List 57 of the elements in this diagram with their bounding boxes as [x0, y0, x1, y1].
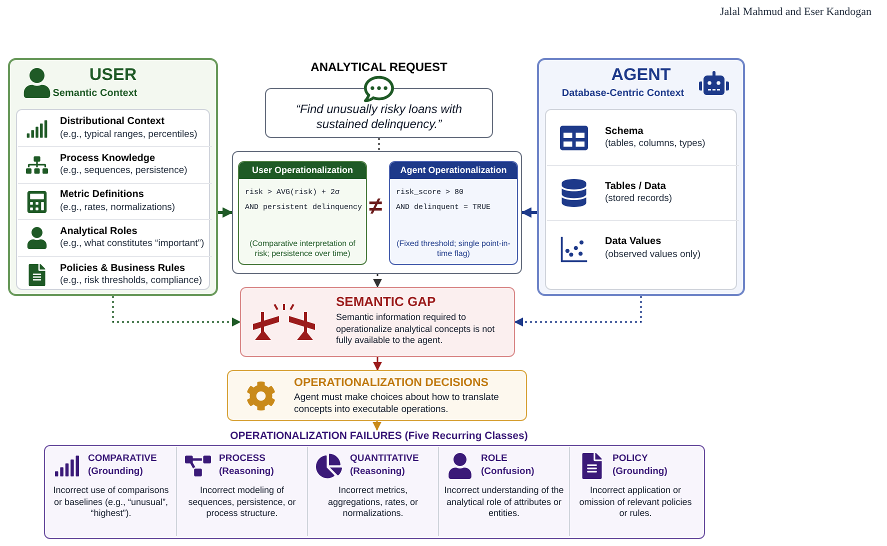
class-description: Incorrect understanding of the analytical role of attributes or entities.: [443, 485, 565, 520]
item-title: Process Knowledge: [60, 152, 156, 166]
arrow: [520, 207, 537, 218]
item-description: (stored records): [605, 193, 672, 206]
item-title: Data Values: [605, 236, 662, 249]
box-description: Agent must make choices about how to translate concepts into executable operations.: [294, 392, 500, 417]
item-description: (e.g., risk thresholds, compliance): [60, 275, 202, 288]
box-title: OPERATIONALIZATION DECISIONS: [294, 376, 490, 390]
item-description: (e.g., typical ranges, percentiles): [60, 128, 198, 141]
class-description: Incorrect application or omission of relevant policies or rules.: [578, 485, 693, 520]
class-description: Incorrect use of comparisons or baselines (e.g., “unusual”, “highest”).: [52, 485, 170, 520]
request-quote: “Find unusually risky loans with sustained delinquency.”: [294, 102, 464, 132]
item-description: (e.g., what constitutes “important”): [60, 238, 204, 250]
card-caption: (Fixed threshold; single point-in-time flag): [396, 239, 512, 259]
panel-title: AGENT: [610, 64, 672, 86]
arrow: [514, 296, 642, 326]
panel-subtitle: Database-Centric Context: [560, 88, 686, 100]
not-equal-sign: ≠: [369, 195, 382, 219]
item-title: Metric Definitions: [60, 189, 145, 202]
arrow: [373, 274, 382, 288]
item-description: (observed values only): [605, 248, 701, 261]
user-panel: [8, 58, 218, 296]
item-description: (tables, columns, types): [605, 138, 706, 150]
item-title: Tables / Data: [605, 180, 667, 194]
item-title: Analytical Roles: [60, 226, 138, 238]
class-description: Incorrect metrics, aggregations, rates, or normalizations.: [326, 485, 420, 520]
item-title: Policies & Business Rules: [60, 262, 186, 276]
item-description: (e.g., rates, normalizations): [60, 202, 176, 214]
author-line: Jalal Mahmud and Eser Kandogan: [720, 5, 872, 20]
box-description: Semantic information required to operationalize analytical concepts is not fully available to the agent.: [336, 312, 496, 348]
panel-title: USER: [88, 64, 138, 86]
panel-subtitle: Semantic Context: [52, 88, 138, 100]
operationalization-card: [389, 161, 518, 265]
class-title: POLICY (Grounding): [612, 453, 668, 479]
card-header: User Operationalization: [239, 162, 366, 180]
box-title: SEMANTIC GAP: [336, 294, 437, 310]
card-caption: (Comparative interpretation of risk; persistence over time): [248, 239, 356, 259]
section-title: OPERATIONALIZATION FAILURES (Five Recurring Classes): [229, 430, 529, 444]
class-title: PROCESS (Reasoning): [219, 453, 275, 479]
item-title: Distributional Context: [60, 116, 166, 129]
arrow: [373, 357, 382, 371]
arrow: [372, 421, 382, 431]
card-header: Agent Operationalization: [390, 162, 517, 180]
comparison-box: [232, 151, 522, 274]
semantic-gap-box: [240, 287, 515, 357]
section-title: ANALYTICAL REQUEST: [310, 60, 448, 75]
item-title: Schema: [605, 126, 644, 138]
class-title: COMPARATIVE (Grounding): [88, 453, 158, 479]
class-title: ROLE (Confusion): [481, 453, 536, 479]
agent-panel: [537, 58, 745, 296]
class-description: Incorrect modeling of sequences, persistence, or process structure.: [187, 485, 297, 520]
decision-box: [227, 370, 527, 421]
item-description: (e.g., sequences, persistence): [60, 165, 188, 178]
arrow: [218, 207, 234, 218]
class-title: QUANTITATIVE (Reasoning): [350, 453, 420, 479]
arrow: [112, 296, 241, 326]
operationalization-card: [238, 161, 367, 265]
